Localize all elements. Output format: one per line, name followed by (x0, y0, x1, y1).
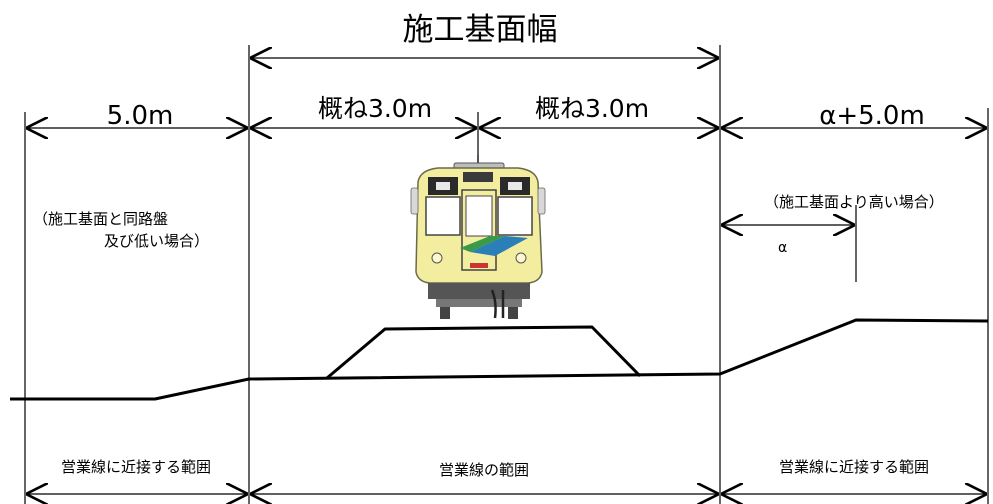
ground-line (10, 318, 989, 401)
center-range-label: 営業線の範囲 (439, 461, 529, 479)
alpha-label: α (778, 240, 787, 256)
boundary-lines (24, 45, 989, 504)
diagram-title: 施工基面幅 (403, 12, 558, 48)
embankment (326, 325, 642, 380)
left-note-line1: （施工基面と同路盤 (33, 210, 168, 228)
left-width-label: 5.0m (107, 101, 174, 131)
right-width-label: α+5.0m (819, 101, 925, 131)
right-note: （施工基面より高い場合） (764, 193, 944, 211)
left-range-label: 営業線に近接する範囲 (61, 458, 211, 476)
ground-profile (10, 318, 989, 401)
center-left-label: 概ね3.0m (318, 94, 432, 123)
right-range-label: 営業線に近接する範囲 (779, 458, 929, 476)
dimension-arrows (26, 58, 987, 494)
center-right-label: 概ね3.0m (535, 94, 649, 123)
left-note-line2: 及び低い場合） (104, 232, 209, 250)
train-icon (410, 155, 546, 319)
